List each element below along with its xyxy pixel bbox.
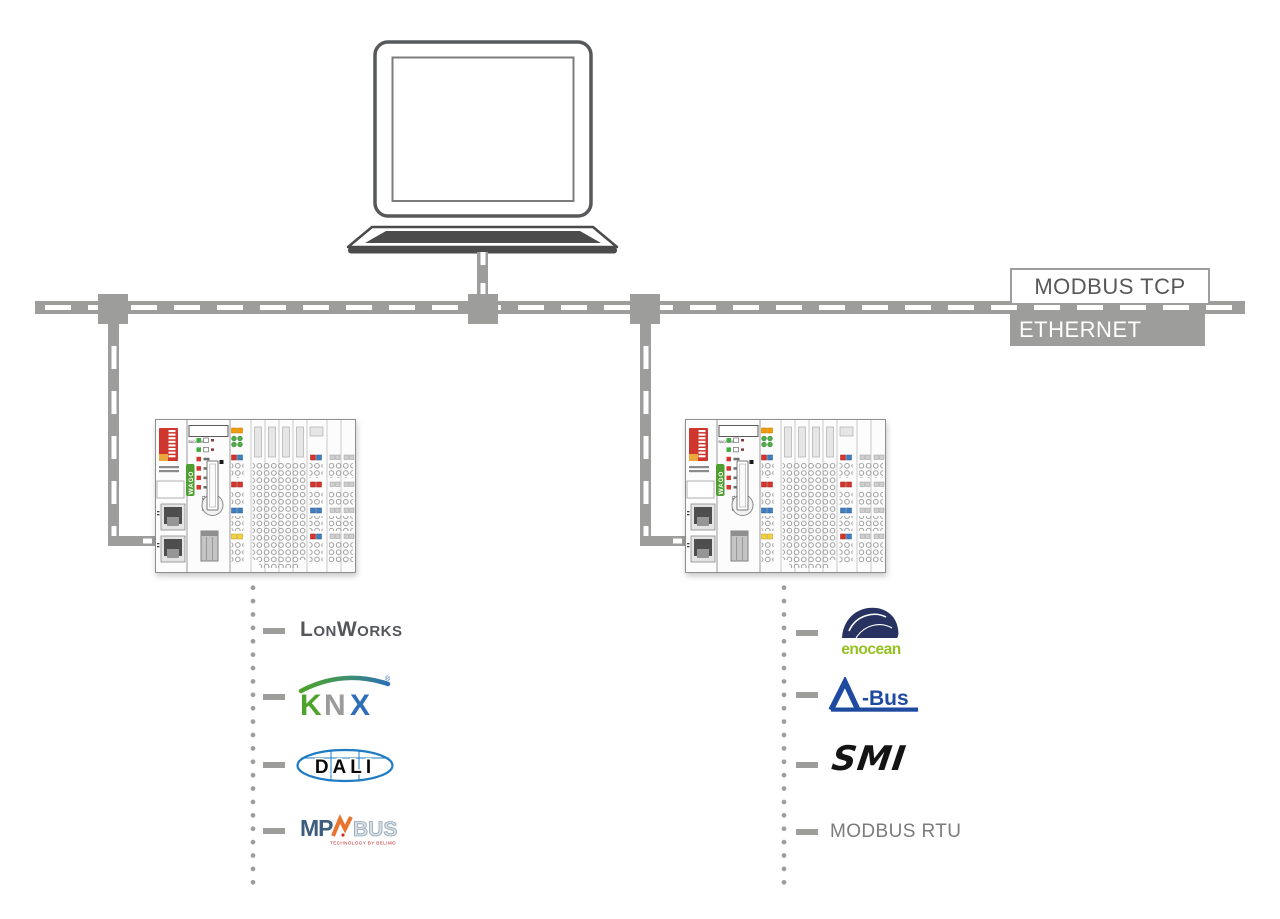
drop-elbow-left: [108, 536, 157, 546]
modbus-tcp-badge: MODBUS TCP: [1010, 268, 1210, 305]
enocean-logo: enocean: [841, 607, 901, 658]
dotted-line-right: [781, 581, 787, 888]
protocol-dash: [796, 762, 818, 768]
svg-text:N: N: [324, 689, 346, 718]
drop-line-left: [108, 324, 119, 538]
bus-junction-right: [630, 294, 660, 324]
svg-text:MP: MP: [300, 815, 333, 841]
mpbus-logo: MP BUS TECHNOLOGY BY BELIMO: [300, 814, 398, 846]
laptop-drop-line: [477, 252, 488, 296]
plc-controller-right: [685, 419, 886, 573]
svg-text:X: X: [350, 689, 370, 718]
dali-logo: DALI: [296, 748, 394, 783]
dotted-line-left: [250, 581, 256, 888]
svg-text:BUS: BUS: [353, 818, 397, 841]
drop-elbow-right: [640, 536, 687, 546]
ethernet-label: ETHERNET: [1019, 316, 1142, 342]
plc-controller-left: [155, 419, 356, 573]
protocol-dash: [263, 694, 285, 700]
protocol-dash: [263, 762, 285, 768]
svg-text:-Bus: -Bus: [862, 687, 909, 710]
mbus-logo: -Bus: [828, 677, 918, 712]
svg-text:K: K: [300, 689, 322, 718]
lonworks-logo: LonWorks: [300, 618, 403, 641]
bus-junction-left: [98, 294, 128, 324]
smi-logo: SMI: [829, 739, 909, 779]
modbus-tcp-label: MODBUS TCP: [1034, 273, 1186, 299]
svg-text:®: ®: [385, 675, 391, 683]
protocol-dash: [796, 692, 818, 698]
laptop-icon: [346, 40, 619, 254]
drop-line-right: [640, 324, 651, 538]
modbus-rtu-label: MODBUS RTU: [830, 821, 962, 842]
svg-text:TECHNOLOGY BY BELIMO: TECHNOLOGY BY BELIMO: [330, 841, 396, 846]
svg-text:enocean: enocean: [841, 641, 900, 658]
bus-junction-middle: [468, 294, 498, 324]
knx-logo: K N X ®: [298, 675, 391, 718]
svg-text:DALI: DALI: [315, 757, 375, 778]
protocol-dash: [263, 828, 285, 834]
protocol-dash: [796, 829, 818, 835]
protocol-dash: [263, 628, 285, 634]
ethernet-badge: ETHERNET: [1010, 313, 1205, 346]
protocol-dash: [796, 630, 818, 636]
